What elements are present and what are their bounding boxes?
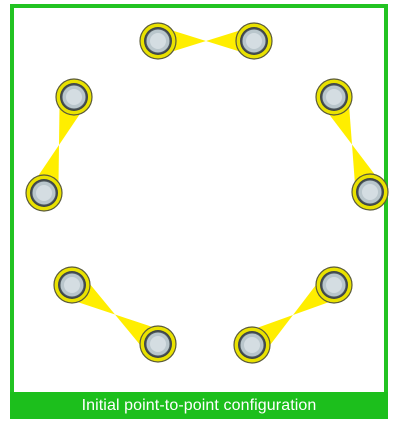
node-n7 — [54, 267, 90, 303]
caption-text: Initial point-to-point configuration — [82, 397, 317, 415]
node-n10 — [316, 267, 352, 303]
node-n6 — [352, 174, 388, 210]
node-n1 — [140, 23, 176, 59]
node-n8 — [140, 326, 176, 362]
node-n4 — [26, 175, 62, 211]
node-n3 — [56, 79, 92, 115]
node-n2 — [236, 23, 272, 59]
node-n9 — [234, 327, 270, 363]
node-n5 — [316, 79, 352, 115]
caption-bar: Initial point-to-point configuration — [10, 392, 388, 419]
